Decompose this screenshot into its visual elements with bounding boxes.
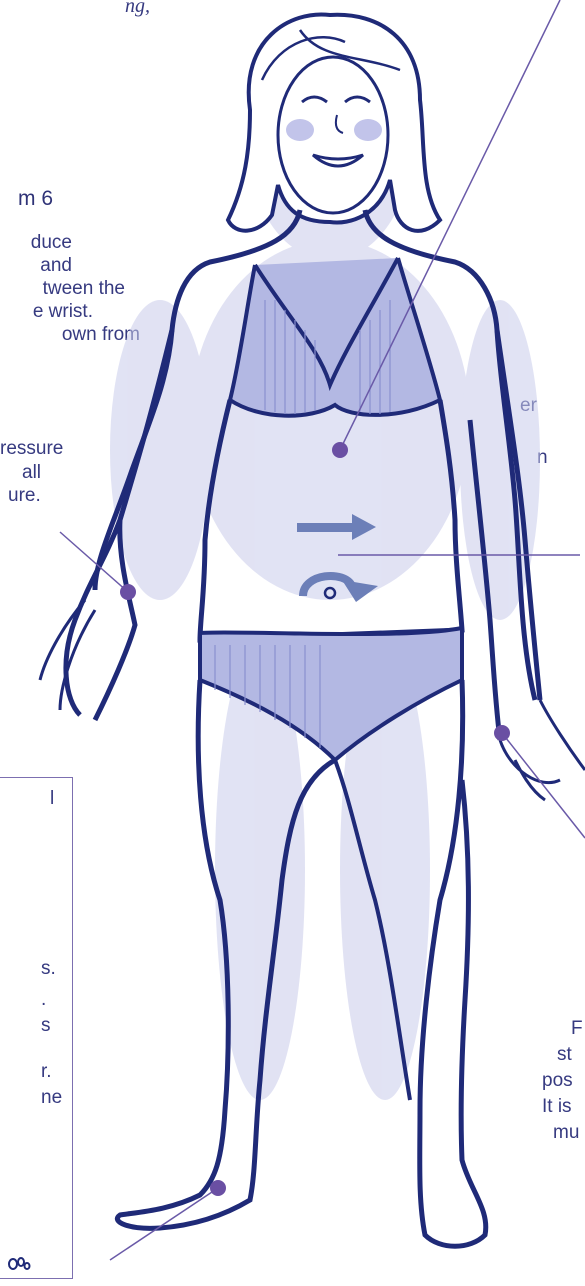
- marker-abdomen: [332, 442, 348, 458]
- marker-left-wrist: [120, 584, 136, 600]
- marker-ankle: [210, 1180, 226, 1196]
- footprint-icon: [9, 1258, 30, 1269]
- marker-right-wrist: [494, 725, 510, 741]
